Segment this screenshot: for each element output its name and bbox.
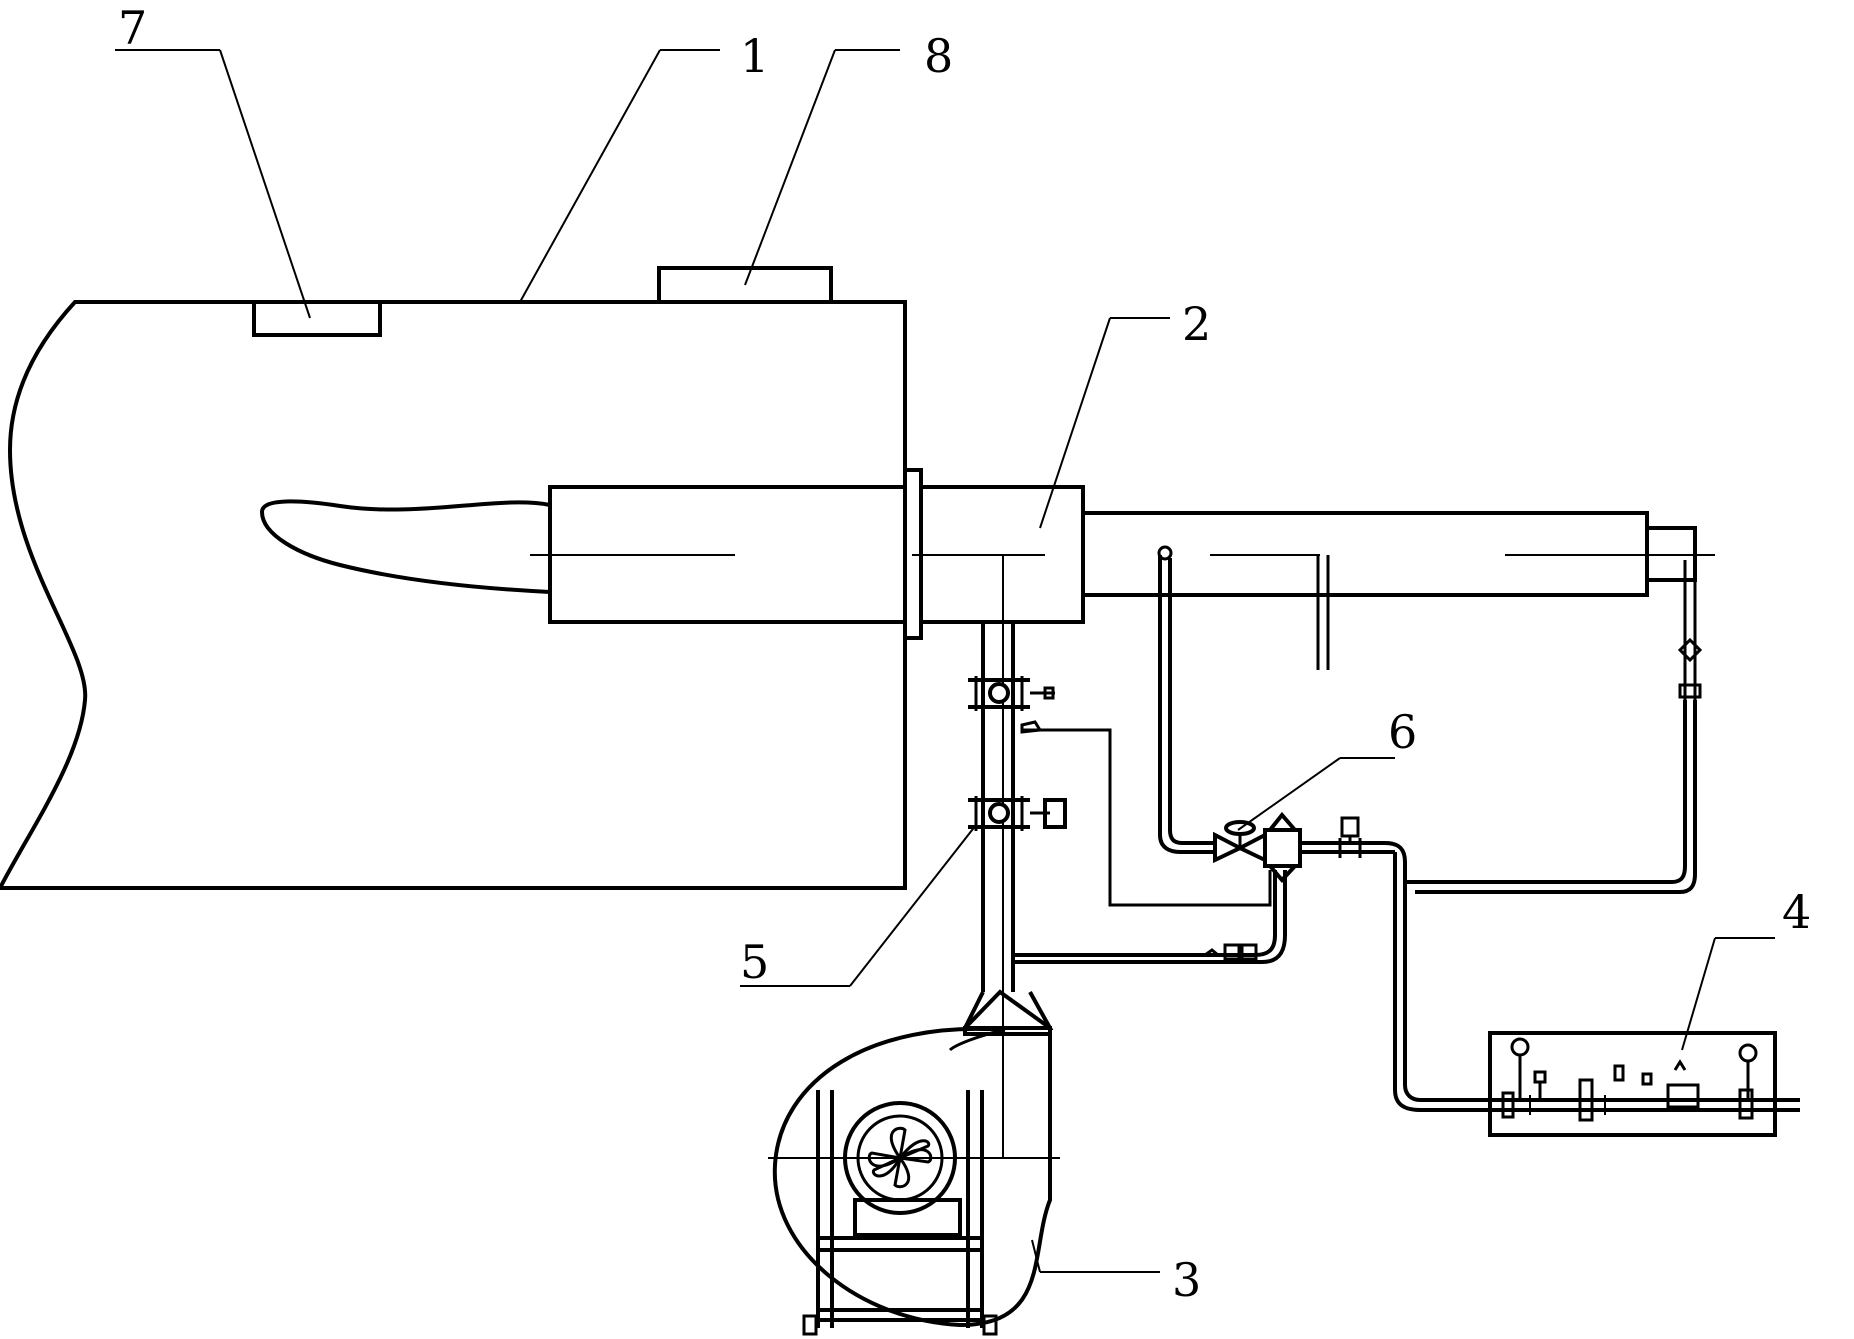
air-valve-upper	[968, 676, 1055, 734]
label-7: 7	[118, 1, 147, 55]
gas-valve-set	[1488, 1031, 1800, 1137]
impulse-line	[1022, 728, 1272, 907]
fan-blades-icon	[867, 1126, 933, 1189]
label-6: 6	[1388, 705, 1417, 759]
gas-piping	[1013, 545, 1703, 1112]
label-4: 4	[1782, 885, 1811, 939]
fan	[768, 1026, 1060, 1336]
port-right	[657, 266, 833, 304]
label-2: 2	[1182, 297, 1211, 351]
furnace	[0, 266, 907, 890]
gas-valve[interactable]	[1213, 811, 1302, 884]
leaders	[115, 49, 1775, 1273]
flame	[259, 499, 551, 594]
port-left	[252, 300, 382, 337]
label-1: 1	[740, 29, 769, 83]
burner	[530, 468, 1715, 670]
air-duct	[961, 555, 1054, 1158]
label-8: 8	[924, 29, 953, 83]
label-5: 5	[740, 935, 769, 989]
label-3: 3	[1172, 1253, 1201, 1307]
